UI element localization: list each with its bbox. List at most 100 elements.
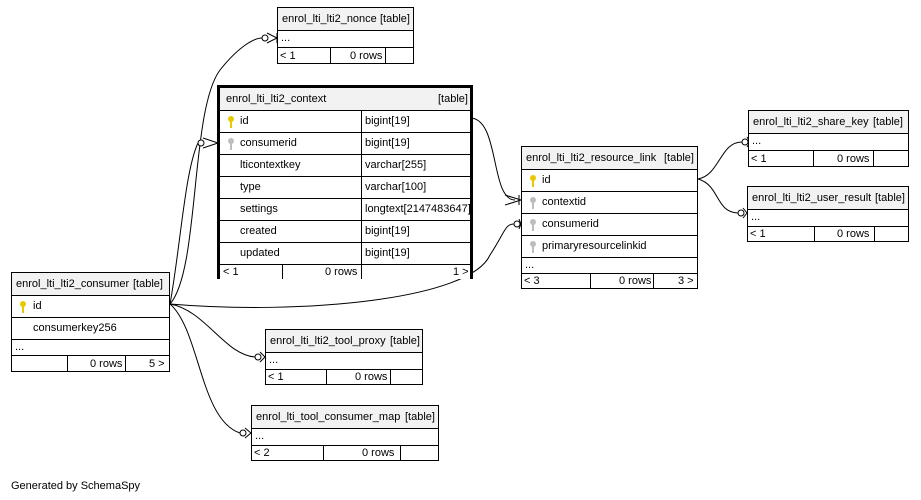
table-type: [table] (873, 116, 903, 128)
children-count: 3 > (678, 275, 694, 287)
table-context[interactable]: enrol_lti_lti2_context [table] id bigint… (217, 85, 473, 279)
table-type: [table] (405, 411, 435, 423)
parents-count: < 3 (524, 275, 540, 287)
children-count: 5 > (149, 358, 165, 370)
ellipsis: ... (255, 430, 265, 442)
ellipsis: ... (269, 354, 279, 366)
column-name: lticontextkey (240, 159, 301, 171)
column-name: settings (240, 203, 278, 215)
table-name: enrol_lti_lti2_tool_proxy (270, 335, 386, 347)
foreign-key-icon (530, 219, 536, 231)
table-name: enrol_lti_lti2_resource_link (526, 152, 657, 164)
ellipsis: ... (281, 32, 291, 44)
edge-end-marker (197, 139, 205, 147)
table-name: enrol_lti_tool_consumer_map (256, 411, 401, 423)
foreign-key-icon (228, 138, 234, 150)
ellipsis: ... (751, 211, 761, 223)
row-count: 0 rows (362, 447, 395, 459)
column-type: varchar[100] (365, 181, 427, 193)
column-row: settings longtext[2147483647] (220, 198, 471, 220)
ellipsis: ... (15, 341, 25, 353)
edge-consumer-tool-consumer-map (169, 303, 241, 434)
column-name: type (240, 181, 261, 193)
ellipsis: ... (752, 135, 762, 147)
table-type: [table] (438, 93, 468, 105)
parents-count: < 1 (751, 153, 767, 165)
table-type: [table] (875, 192, 905, 204)
table-footer: < 3 0 rows 3 > (522, 273, 697, 289)
ellipsis: ... (525, 259, 535, 271)
column-row: contextid (522, 191, 697, 213)
parents-count: < 2 (254, 447, 270, 459)
column-row: consumerkey256 (12, 317, 169, 339)
table-footer: 0 rows 5 > (12, 355, 169, 372)
table-name: enrol_lti_lti2_user_result (752, 192, 872, 204)
column-name: id (33, 300, 42, 312)
column-name: id (542, 174, 551, 186)
row-count: 0 rows (619, 275, 652, 287)
edge-resource-link-user-result (697, 178, 739, 214)
column-name: contextid (542, 196, 587, 208)
edge-consumer-resource-link (169, 223, 515, 308)
column-name: consumerkey256 (33, 322, 117, 334)
column-type: bigint[19] (365, 115, 410, 127)
primary-key-icon (228, 116, 234, 128)
edge-end-marker (254, 353, 262, 361)
column-row: lticontextkey varchar[255] (220, 154, 470, 176)
column-name: id (240, 115, 249, 127)
column-row: created bigint[19] (220, 220, 470, 242)
edge-consumer-context (169, 142, 199, 305)
column-name: consumerid (542, 218, 599, 230)
column-name: consumerid (240, 137, 297, 149)
edge-end-marker (239, 429, 247, 437)
edge-end-marker (513, 220, 521, 228)
table-resource-link[interactable]: enrol_lti_lti2_resource_link [table] id … (521, 146, 698, 289)
table-user-result[interactable]: enrol_lti_lti2_user_result [table] ... <… (747, 186, 909, 242)
column-row: id (12, 295, 169, 317)
table-tool-proxy[interactable]: enrol_lti_lti2_tool_proxy [table] ... < … (265, 329, 423, 385)
table-tool-consumer-map[interactable]: enrol_lti_tool_consumer_map [table] ... … (251, 405, 439, 461)
row-count: 0 rows (90, 358, 123, 370)
edge-context-resource-link (469, 117, 516, 201)
table-name: enrol_lti_lti2_consumer (16, 278, 130, 290)
parents-count: < 1 (280, 50, 296, 62)
table-nonce[interactable]: enrol_lti_lti2_nonce [table] ... < 1 0 r… (277, 7, 414, 64)
edge-end-marker (261, 34, 269, 42)
table-name: enrol_lti_lti2_nonce (282, 13, 377, 25)
column-type: bigint[19] (365, 225, 410, 237)
edge-resource-link-share-key (697, 141, 743, 180)
row-count: 0 rows (325, 266, 358, 278)
column-type: varchar[255] (365, 159, 427, 171)
children-count: 1 > (453, 266, 469, 278)
column-row: consumerid bigint[19] (220, 132, 470, 154)
parents-count: < 1 (268, 371, 284, 383)
table-name: enrol_lti_lti2_context (226, 93, 327, 105)
column-type: bigint[19] (365, 247, 410, 259)
edge-end-marker (202, 137, 220, 149)
primary-key-icon (530, 175, 536, 187)
table-type: [table] (664, 152, 694, 164)
table-type: [table] (390, 335, 420, 347)
edge-consumer-nonce (169, 37, 263, 305)
column-row: id (522, 169, 697, 191)
column-name: updated (240, 247, 280, 259)
foreign-key-icon (530, 197, 536, 209)
column-row: id bigint[19] (220, 110, 470, 132)
column-row: consumerid (522, 213, 697, 235)
table-consumer[interactable]: enrol_lti_lti2_consumer [table] id consu… (11, 272, 170, 372)
column-type: longtext[2147483647] (365, 203, 471, 215)
table-type: [table] (380, 13, 410, 25)
parents-count: < 1 (223, 266, 239, 278)
table-type: [table] (133, 278, 163, 290)
row-count: 0 rows (837, 153, 870, 165)
row-count: 0 rows (350, 50, 383, 62)
table-share-key[interactable]: enrol_lti_lti2_share_key [table] ... < 1… (748, 110, 909, 167)
column-type: bigint[19] (365, 137, 410, 149)
row-count: 0 rows (837, 228, 870, 240)
column-name: primaryresourcelinkid (542, 240, 647, 252)
table-footer: < 1 0 rows 1 > (220, 264, 470, 279)
foreign-key-icon (530, 241, 536, 253)
row-count: 0 rows (355, 371, 388, 383)
generated-by-footer: Generated by SchemaSpy (11, 480, 141, 492)
column-row: primaryresourcelinkid (522, 235, 697, 257)
